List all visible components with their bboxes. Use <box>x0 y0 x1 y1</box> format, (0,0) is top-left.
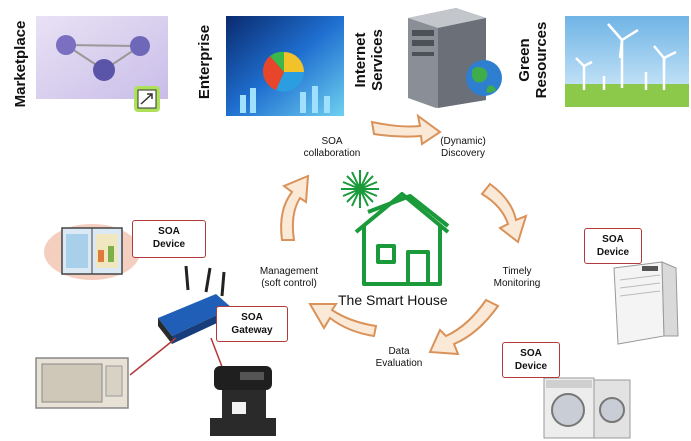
internet-services-label: Internet Services <box>352 29 386 91</box>
washer-dryer-image <box>543 377 631 439</box>
fridge-soa-device-box: SOA Device <box>132 220 206 258</box>
marketplace-label: Marketplace <box>12 20 29 108</box>
arrow-evaluation-to-management <box>308 303 378 338</box>
wind-turbines-image <box>565 16 689 107</box>
step-soa-collaboration: SOA collaboration <box>303 136 361 159</box>
step-management: Management (soft control) <box>259 266 319 289</box>
dehumidifier-image <box>613 261 679 345</box>
sun-icon <box>341 170 379 208</box>
step-evaluation: Data Evaluation <box>375 346 423 369</box>
server-image <box>408 8 502 108</box>
smart-house-icon <box>354 192 450 286</box>
arrow-monitoring-to-evaluation <box>428 298 500 356</box>
arrow-management-to-collaboration <box>280 174 310 241</box>
marketplace-image <box>36 16 168 112</box>
refrigerator-image <box>44 224 140 280</box>
espresso-machine-image <box>210 366 276 436</box>
cycle-arrows <box>280 113 528 356</box>
enterprise-image <box>226 16 344 116</box>
step-discovery: (Dynamic) Discovery <box>440 136 486 159</box>
arrow-discovery-to-monitoring <box>480 182 528 244</box>
microwave-image <box>35 357 129 409</box>
step-monitoring: Timely Monitoring <box>493 266 541 289</box>
green-resources-label: Green Resources <box>516 21 550 99</box>
smart-house-title: The Smart House <box>338 292 448 308</box>
enterprise-label: Enterprise <box>196 24 213 100</box>
arrow-collaboration-to-discovery <box>370 113 442 146</box>
soa-gateway-box: SOA Gateway <box>216 306 288 342</box>
dehumidifier-soa-device-box: SOA Device <box>584 228 642 264</box>
washer-soa-device-box: SOA Device <box>502 342 560 378</box>
